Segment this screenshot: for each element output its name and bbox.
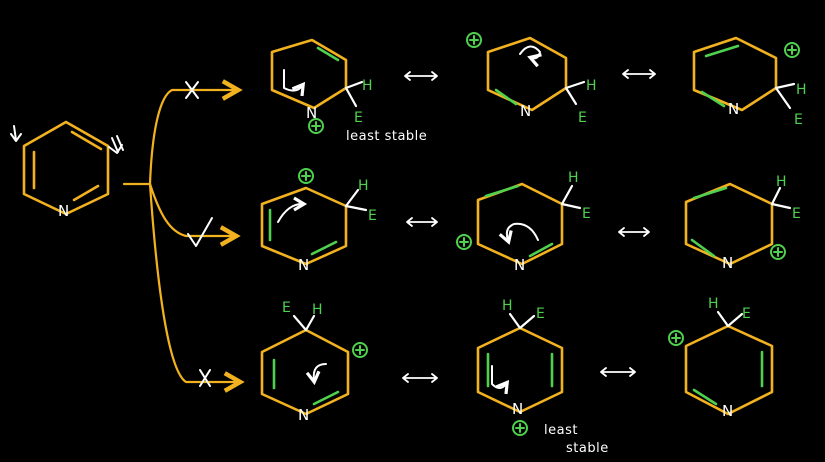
positive-charge-icon: [784, 42, 800, 58]
resonance-arrow-icon: [402, 373, 438, 383]
atom-n: N: [298, 406, 309, 424]
positive-charge-icon: [668, 330, 684, 346]
cross-mark-icon: [185, 81, 199, 99]
row1-structure-3: N H E: [692, 36, 807, 128]
row3-structure-2: N H E least stable: [476, 298, 609, 456]
positive-charge-icon: [512, 420, 528, 436]
atom-h: H: [776, 174, 787, 190]
atom-e: E: [582, 206, 591, 222]
attack-arrow-right-icon: [108, 135, 124, 154]
atom-h: H: [796, 82, 807, 98]
atom-h: H: [358, 178, 369, 194]
atom-e: E: [792, 206, 801, 222]
resonance-arrow-icon: [600, 367, 636, 377]
atom-e: E: [794, 112, 803, 128]
row3-structure-1: N E H: [260, 300, 368, 424]
branch-arrows: [122, 81, 238, 387]
row1-structure-2: N H E: [466, 32, 597, 126]
positive-charge-icon: [352, 342, 368, 358]
atom-n: N: [306, 104, 317, 122]
atom-n: N: [58, 202, 69, 220]
atom-e: E: [282, 300, 291, 316]
atom-h: H: [586, 78, 597, 94]
positive-charge-icon: [770, 244, 786, 260]
positive-charge-icon: [308, 118, 324, 134]
pyridine-start: N: [10, 120, 124, 220]
resonance-arrow-icon: [622, 69, 656, 79]
cross-mark-icon: [199, 369, 211, 387]
atom-h: H: [362, 78, 373, 94]
resonance-arrow-icon: [618, 227, 650, 237]
atom-h: H: [502, 298, 513, 314]
note-stable: stable: [566, 441, 609, 456]
row3-structure-3: N H E: [668, 296, 774, 420]
atom-e: E: [368, 208, 377, 224]
row2-structure-3: N H E: [684, 174, 801, 272]
atom-n: N: [520, 102, 531, 120]
row2-structure-1: N H E: [260, 168, 377, 274]
atom-h: H: [708, 296, 719, 312]
resonance-arrow-icon: [404, 71, 438, 81]
atom-n: N: [722, 254, 733, 272]
check-mark-icon: [187, 217, 213, 247]
atom-e: E: [354, 110, 363, 126]
atom-h: H: [568, 170, 579, 186]
atom-n: N: [722, 402, 733, 420]
row1-structure-1: N H E least stable: [270, 38, 427, 144]
positive-charge-icon: [466, 32, 482, 48]
atom-e: E: [536, 306, 545, 322]
atom-n: N: [298, 256, 309, 274]
positive-charge-icon: [298, 168, 314, 184]
resonance-arrow-icon: [406, 217, 438, 227]
attack-arrow-left-icon: [10, 125, 22, 142]
note-least: least: [544, 423, 578, 438]
row2-structure-2: N H E: [456, 170, 591, 274]
atom-n: N: [514, 256, 525, 274]
atom-e: E: [742, 306, 751, 322]
atom-h: H: [312, 302, 323, 318]
note-least-stable: least stable: [346, 129, 427, 144]
atom-n: N: [728, 100, 739, 118]
atom-n: N: [512, 400, 523, 418]
positive-charge-icon: [456, 234, 472, 250]
atom-e: E: [578, 110, 587, 126]
